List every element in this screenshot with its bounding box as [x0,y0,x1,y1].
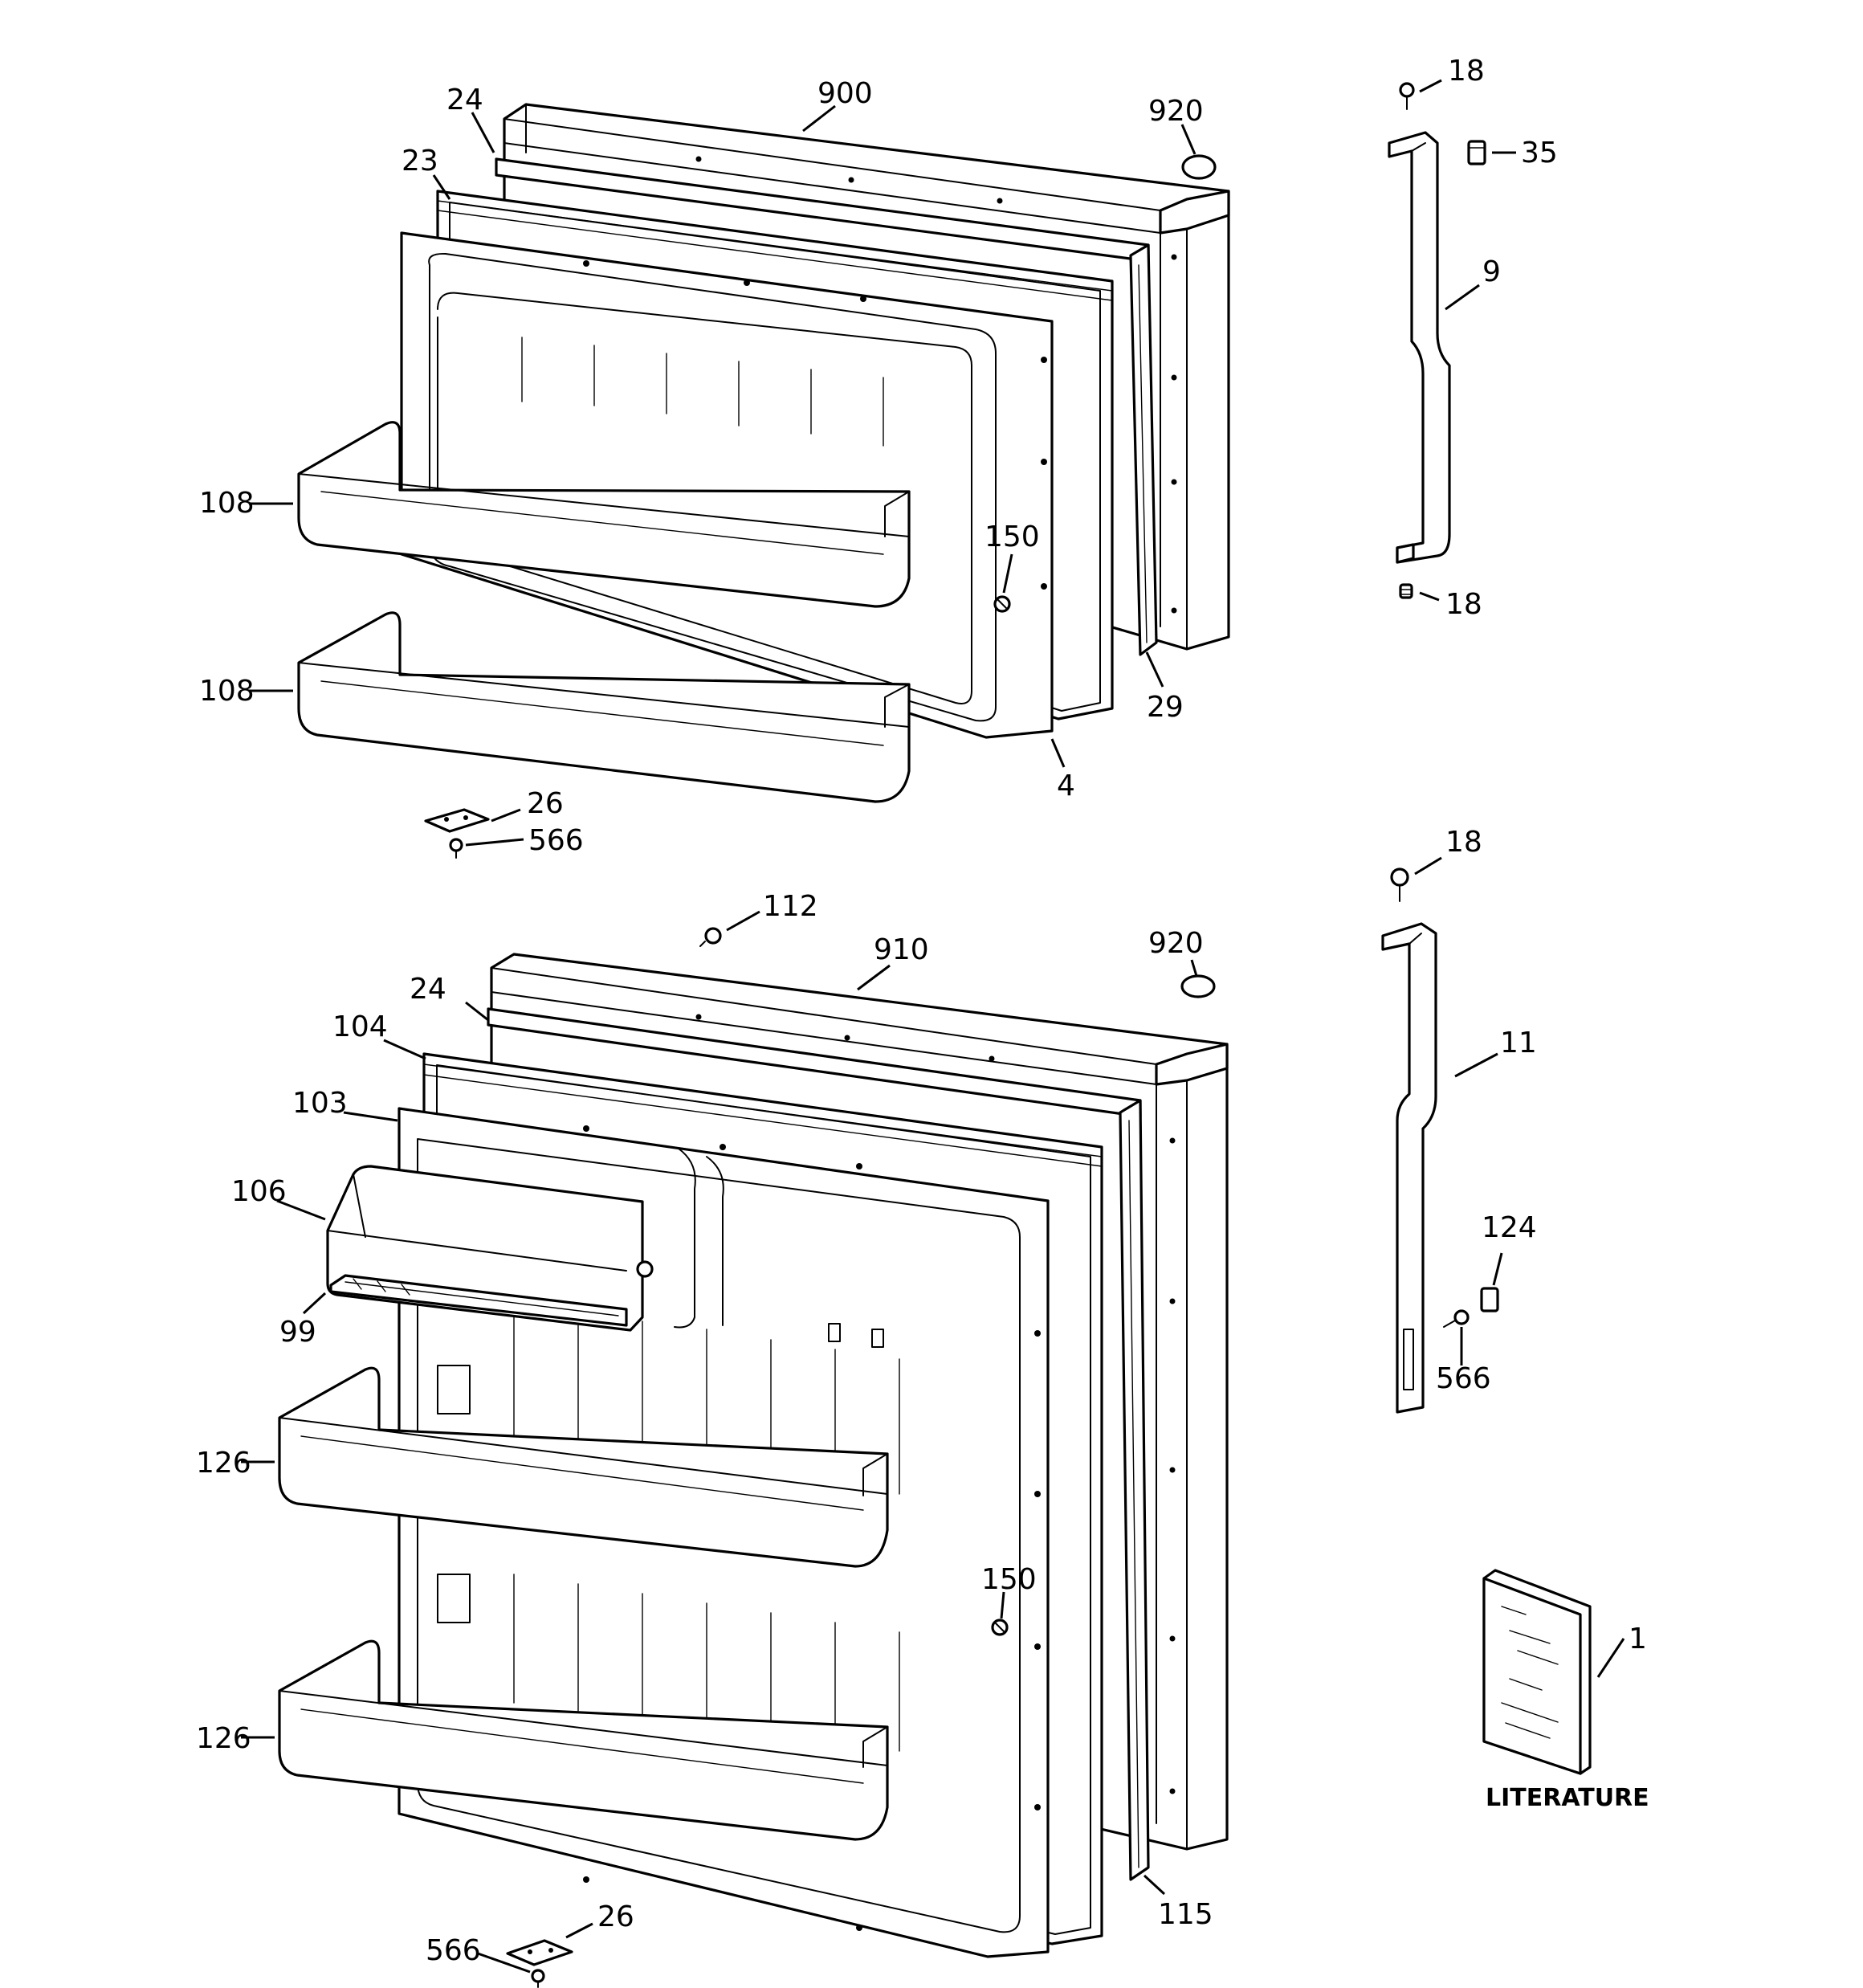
callout-9: 9 [1482,255,1501,288]
screw-150-upper [993,595,1011,613]
side-gasket-strip-115 [1119,1099,1150,1881]
freezer-door-assembly [297,103,1230,859]
fresh-food-door-bin-upper [278,1366,889,1568]
plug-920-upper [1181,154,1217,180]
callout-18-upper-top: 18 [1448,55,1485,88]
callout-108-upper: 108 [199,487,255,520]
callout-26-lower: 26 [597,1900,634,1933]
callout-124: 124 [1482,1211,1537,1244]
hinge-bracket-26-lower [506,1939,573,1966]
callout-150-upper: 150 [984,520,1040,553]
callout-920-lower: 920 [1148,927,1204,960]
fresh-food-door-bin-lower [278,1639,889,1841]
screw-566-lower [531,1969,545,1988]
callout-18-upper-bottom: 18 [1445,588,1482,621]
freezer-door-handle-9 [1388,131,1451,564]
callout-106: 106 [231,1175,287,1208]
callout-1: 1 [1629,1623,1647,1655]
callout-24-upper: 24 [446,84,483,116]
callout-35: 35 [1521,137,1558,169]
callout-4: 4 [1057,769,1075,802]
hinge-bracket-26-upper [424,808,490,833]
screw-18-lower-handle [1390,867,1409,902]
callout-920-upper: 920 [1148,95,1204,128]
screw-566-upper [449,838,463,859]
callout-labels: 900 920 24 23 18 35 9 18 108 108 150 29 … [196,55,1649,1967]
clip-124 [1480,1287,1499,1312]
literature-booklet [1482,1569,1592,1775]
callout-104: 104 [332,1010,388,1043]
screw-566-handle [1443,1309,1470,1328]
clip-35 [1467,140,1486,165]
freezer-door-bin-upper [297,421,911,608]
callout-112: 112 [763,890,818,923]
callout-150-lower: 150 [981,1563,1037,1596]
callout-23: 23 [402,145,438,178]
fresh-food-door-assembly [278,927,1229,1988]
callout-18-lower: 18 [1445,826,1482,859]
callout-566-upper: 566 [528,824,584,857]
fresh-food-door-handle-11 [1381,922,1437,1414]
plug-920-lower [1180,974,1216,998]
freezer-door-bin-lower [297,611,911,803]
screw-150-lower [991,1619,1009,1636]
callout-11: 11 [1500,1027,1537,1059]
dairy-compartment-base-99 [329,1274,628,1327]
callout-900: 900 [817,77,873,110]
callout-566-lower: 566 [426,1934,481,1967]
literature-label: LITERATURE [1486,1784,1649,1812]
callout-29: 29 [1147,691,1184,724]
callout-99: 99 [279,1316,316,1349]
callout-26-upper: 26 [527,787,564,820]
screw-18-top-upper [1399,82,1415,110]
callout-24-lower: 24 [410,973,446,1006]
callout-566-handle: 566 [1436,1362,1491,1395]
callout-910: 910 [874,933,929,966]
freezer-inner-door-liner [400,231,1054,739]
callout-103: 103 [292,1087,348,1120]
callout-126-upper: 126 [196,1447,251,1480]
callout-108-lower: 108 [199,675,255,708]
leader-lines [241,79,1625,1974]
callout-126-lower: 126 [196,1722,251,1755]
side-gasket-strip-29 [1129,243,1158,656]
screw-18-bottom-upper [1399,583,1413,599]
callout-115: 115 [1158,1898,1213,1931]
screw-112 [699,927,722,947]
